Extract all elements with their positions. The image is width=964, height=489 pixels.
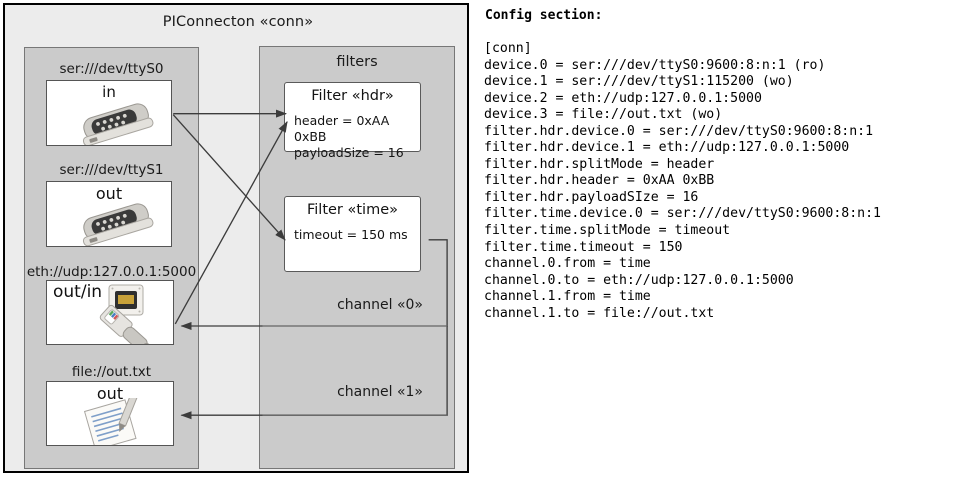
filter-attrs-time: timeout = 150 ms	[294, 227, 408, 243]
config-line: channel.1.from = time	[484, 289, 651, 305]
config-line: filter.hdr.payloadSIze = 16	[484, 189, 699, 205]
connector-outer-frame: PIConnecton «conn» filters ser:///dev/tt…	[3, 3, 469, 473]
device-box-eth[interactable]: out/in	[46, 280, 174, 345]
ethernet-plug-icon	[99, 284, 157, 344]
config-line: device.0 = ser:///dev/ttyS0:9600:8:n:1 (…	[484, 57, 826, 73]
device-label-ttys1: ser:///dev/ttyS1	[59, 162, 164, 178]
config-line: device.1 = ser:///dev/ttyS1:115200 (wo)	[484, 74, 794, 90]
device-label-file: file://out.txt	[71, 364, 152, 380]
config-line: channel.1.to = file://out.txt	[484, 305, 715, 321]
device-direction-file: out	[96, 384, 124, 403]
filter-attr: payloadSize = 16	[294, 145, 404, 160]
config-line: channel.0.from = time	[484, 256, 651, 272]
config-line: filter.hdr.device.1 = eth://udp:127.0.0.…	[484, 140, 850, 156]
filter-attr: timeout = 150 ms	[294, 227, 408, 242]
serial-port-icon	[82, 103, 154, 145]
filter-attrs-hdr: header = 0xAA 0xBB payloadSize = 16	[294, 113, 420, 161]
device-direction-ttys0: in	[102, 83, 116, 101]
config-line: filter.hdr.header = 0xAA 0xBB	[484, 173, 715, 189]
config-line: [conn]	[484, 41, 532, 56]
connector-diagram: PIConnecton «conn» filters ser:///dev/tt…	[0, 0, 478, 484]
device-direction-ttys1: out	[95, 184, 123, 203]
device-direction-eth: out/in	[53, 282, 103, 302]
device-box-ttys0[interactable]: in	[46, 80, 172, 146]
serial-port-icon	[82, 203, 154, 246]
config-line: channel.0.to = eth://udp:127.0.0.1:5000	[484, 272, 794, 288]
diagram-title: PIConnecton «conn»	[162, 14, 314, 30]
config-line: device.3 = file://out.txt (wo)	[484, 107, 723, 123]
config-line: filter.hdr.splitMode = header	[484, 156, 715, 172]
device-label-eth: eth://udp:127.0.0.1:5000	[26, 264, 197, 280]
config-line: filter.time.splitMode = timeout	[484, 223, 731, 239]
channel-label-1: channel «1»	[337, 384, 423, 400]
filter-title-hdr: Filter «hdr»	[311, 88, 394, 104]
config-line: filter.time.timeout = 150	[484, 239, 683, 255]
filter-box-time[interactable]: Filter «time» timeout = 150 ms	[284, 196, 421, 272]
text-file-icon	[83, 398, 139, 445]
filter-attr: header = 0xAA 0xBB	[294, 113, 390, 144]
config-line: device.2 = eth://udp:127.0.0.1:5000	[484, 90, 762, 106]
filter-title-time: Filter «time»	[306, 202, 399, 218]
config-line: filter.time.device.0 = ser:///dev/ttyS0:…	[484, 206, 881, 222]
channel-label-0: channel «0»	[337, 297, 423, 313]
device-box-ttys1[interactable]: out	[46, 181, 172, 247]
device-box-file[interactable]: out	[46, 381, 174, 446]
filters-group-title: filters	[336, 54, 378, 70]
config-line: filter.hdr.device.0 = ser:///dev/ttyS0:9…	[484, 123, 874, 139]
config-section: Config section: [conn]device.0 = ser:///…	[481, 0, 964, 484]
filter-box-hdr[interactable]: Filter «hdr» header = 0xAA 0xBB payloadS…	[284, 82, 421, 160]
device-label-ttys0: ser:///dev/ttyS0	[59, 61, 164, 77]
config-text: [conn]device.0 = ser:///dev/ttyS0:9600:8…	[484, 41, 881, 322]
config-heading: Config section:	[485, 8, 603, 23]
